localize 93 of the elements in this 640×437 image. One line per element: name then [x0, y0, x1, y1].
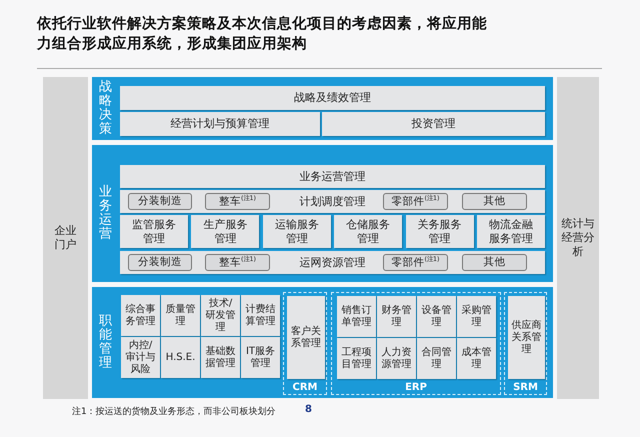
- module-box: [120, 86, 545, 110]
- system-group: [283, 292, 327, 395]
- module-label: 技术/研发管理: [204, 298, 236, 334]
- column-label: 企业门户: [54, 224, 76, 252]
- module-label: 销售订单管理: [340, 304, 372, 328]
- page-number: 8: [305, 404, 312, 415]
- layer-band: [92, 145, 553, 282]
- module-label: 运输服务管理: [274, 218, 320, 245]
- layer-label: 战略决策: [99, 80, 112, 138]
- layer-label: 业务运营: [99, 184, 112, 242]
- layer-label: 职能管理: [99, 314, 112, 372]
- sub-module-tag: [462, 254, 527, 271]
- module-box: [337, 296, 376, 337]
- module-label: 工程项目管理: [340, 346, 372, 370]
- tag-label: 零部件$^{(注1)}$: [392, 194, 440, 208]
- module-box: [377, 338, 416, 379]
- module-box: [120, 112, 320, 136]
- portal-column: [557, 77, 599, 399]
- module-box: [457, 338, 496, 379]
- module-box: [262, 215, 331, 248]
- tag-label: 其他: [484, 195, 506, 208]
- module-box: [377, 296, 416, 337]
- module-label: H.S.E.: [166, 352, 196, 364]
- module-label: 计费结算管理: [244, 304, 276, 328]
- module-label: 投资管理: [412, 117, 456, 131]
- module-box: [457, 296, 496, 337]
- module-label: 财务管理: [380, 304, 412, 328]
- module-box: [121, 295, 160, 336]
- sub-module-tag: [205, 254, 270, 271]
- tag-label: 分装制造: [138, 195, 182, 208]
- module-label: 综合事务管理: [124, 304, 156, 328]
- module-box: [241, 337, 280, 378]
- module-label: 物流金融服务管理: [488, 218, 534, 245]
- sub-module-tag: [128, 254, 192, 271]
- module-label: 供应商关系管理: [510, 320, 542, 356]
- module-label: 战略及绩效管理: [294, 91, 371, 105]
- module-box: [161, 295, 200, 336]
- layer-band: [92, 287, 553, 398]
- module-label: 客户关系管理: [290, 326, 322, 350]
- sub-module-tag: [383, 254, 448, 271]
- module-label: 人力资源管理: [380, 346, 412, 370]
- module-box: [287, 296, 325, 379]
- module-label: IT服务管理: [244, 346, 276, 370]
- portal-column: [43, 77, 88, 399]
- module-box: [322, 112, 545, 136]
- module-box: [201, 337, 240, 378]
- module-box: [417, 296, 456, 337]
- tag-label: 零部件$^{(注1)}$: [392, 256, 440, 270]
- module-label: 基础数据管理: [204, 346, 236, 370]
- module-row: [120, 190, 545, 213]
- module-label: 计划调度管理: [300, 194, 366, 208]
- layer-band: [92, 77, 553, 140]
- footnote: 注1：按运送的货物及业务形态，而非公司板块划分: [72, 406, 276, 418]
- module-label: 设备管理: [420, 304, 452, 328]
- title: 依托行业软件解决方案策略及本次信息化项目的考虑因素，将应用能力组合形成应用系统，形成集团应用架构: [37, 14, 488, 54]
- module-label: 运网资源管理: [300, 256, 366, 270]
- module-label: 监管服务管理: [130, 218, 177, 245]
- module-box: [120, 215, 188, 248]
- module-label: 质量管理: [164, 304, 196, 328]
- column-label: 统计与经营分析: [562, 217, 594, 259]
- system-label: CRM: [292, 382, 318, 393]
- module-label: 业务运营管理: [300, 170, 366, 184]
- module-label: 生产服务管理: [202, 218, 248, 245]
- sub-module-tag: [128, 193, 192, 210]
- tag-label: 分装制造: [138, 256, 182, 269]
- system-group: [504, 292, 547, 395]
- module-label: 合同管理: [420, 346, 452, 370]
- sub-module-tag: [383, 193, 448, 210]
- module-box: [508, 296, 545, 379]
- system-label: ERP: [404, 382, 428, 393]
- module-box: [191, 215, 260, 248]
- module-row: [120, 251, 545, 274]
- tag-label: 其他: [484, 256, 506, 269]
- module-label: 经营计划与预算管理: [170, 117, 270, 131]
- module-label: 仓储服务管理: [345, 218, 392, 245]
- module-box: [337, 338, 376, 379]
- module-label: 成本管理: [460, 346, 492, 370]
- sub-module-tag: [205, 193, 270, 210]
- module-box: [161, 337, 200, 378]
- tag-label: 整车$^{(注1)}$: [219, 256, 256, 270]
- module-box: [406, 215, 474, 248]
- module-label: 内控/审计与风险: [124, 340, 156, 376]
- system-group: [331, 292, 501, 395]
- module-box: [241, 295, 280, 336]
- system-label: SRM: [512, 382, 539, 393]
- module-box: [417, 338, 456, 379]
- module-label: 采购管理: [460, 304, 492, 328]
- tag-label: 整车$^{(注1)}$: [219, 194, 256, 208]
- module-label: 关务服务管理: [416, 218, 463, 245]
- module-box: [477, 215, 545, 248]
- sub-module-tag: [462, 193, 527, 210]
- module-box: [120, 165, 545, 188]
- module-box: [334, 215, 402, 248]
